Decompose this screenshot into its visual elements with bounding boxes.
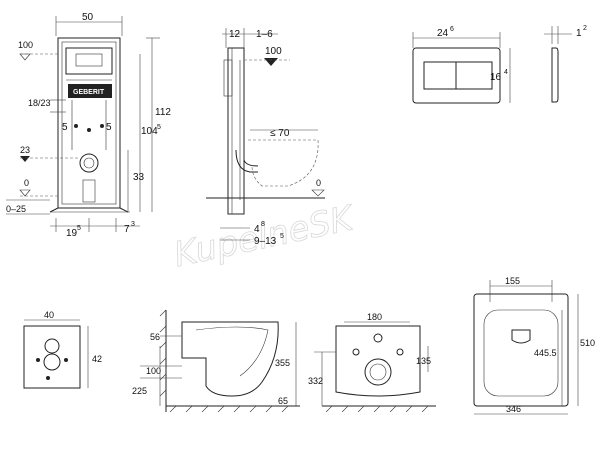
back-332-label: 332 <box>308 376 323 386</box>
height-33-label: 33 <box>133 172 145 183</box>
spacing-label: 18/23 <box>28 98 51 108</box>
bottom-right-label: 7 <box>124 224 130 235</box>
side-range-label: 9–13 <box>254 236 277 247</box>
frame-width-label: 50 <box>82 12 94 23</box>
projection-label: ≤ 70 <box>270 128 290 139</box>
bowl-355-label: 355 <box>275 358 290 368</box>
level-0-label: 0 <box>24 178 29 188</box>
bottom-left-label: 19 <box>66 228 78 239</box>
bowl-100-label: 100 <box>146 366 161 376</box>
side-adjust-label: 1–6 <box>256 29 273 40</box>
side-level-0-label: 0 <box>316 178 321 188</box>
plate-depth-label: 1 <box>576 28 582 39</box>
plate-width-sup: 6 <box>450 26 454 33</box>
left-5-label: 5 <box>62 122 68 133</box>
top-bottom-width-label: 346 <box>506 404 521 414</box>
pad-width-label: 40 <box>44 310 54 320</box>
bowl-56-label: 56 <box>150 332 160 342</box>
frame-side-view: 12 1–6 100 ≤ 70 0 4 8 9–13 5 <box>206 28 325 247</box>
bowl-225-label: 225 <box>132 386 147 396</box>
side-level-100-label: 100 <box>265 46 282 57</box>
bowl-top-view: 155 510 445.5 346 <box>473 276 595 415</box>
pad-height-label: 42 <box>92 354 102 364</box>
soundproof-pad: 40 42 <box>23 310 102 389</box>
bowl-side-view: 56 100 225 355 65 <box>132 309 300 413</box>
plate-depth-sup: 2 <box>583 25 587 32</box>
brand-plate <box>68 84 112 98</box>
plate-height-label: 16 <box>490 72 502 83</box>
frame-depth-label: 104 <box>141 126 158 137</box>
side-offset-sup: 8 <box>261 221 265 228</box>
brand-label: GEBERIT <box>73 89 105 96</box>
plate-height-sup: 4 <box>504 69 508 76</box>
flush-plate-front: 24 6 16 4 <box>412 26 511 104</box>
frame-depth-sup: 5 <box>157 124 161 131</box>
plate-width-label: 24 <box>437 28 449 39</box>
level-100-label: 100 <box>18 40 33 50</box>
bowl-65-label: 65 <box>278 396 288 406</box>
back-135-label: 135 <box>416 356 431 366</box>
side-depth-label: 12 <box>229 29 241 40</box>
top-inner-length-label: 445.5 <box>534 348 557 358</box>
range-label: 0–25 <box>6 204 26 214</box>
side-range-sup: 5 <box>280 233 284 240</box>
side-offset-label: 4 <box>254 224 260 235</box>
top-width-label: 155 <box>505 276 520 286</box>
flush-plate-side: 1 2 <box>544 25 587 103</box>
frame-height-label: 112 <box>155 107 171 118</box>
bottom-right-sup: 3 <box>131 221 135 228</box>
back-width-label: 180 <box>367 312 382 322</box>
right-5-label: 5 <box>106 122 112 133</box>
level-23-label: 23 <box>20 145 30 155</box>
bottom-left-sup: 5 <box>77 225 81 232</box>
frame-front-view: 50 GEBERIT 100 18/23 5 5 <box>6 12 171 239</box>
top-length-label: 510 <box>580 338 595 348</box>
bowl-back-view: 180 135 332 <box>308 312 436 413</box>
